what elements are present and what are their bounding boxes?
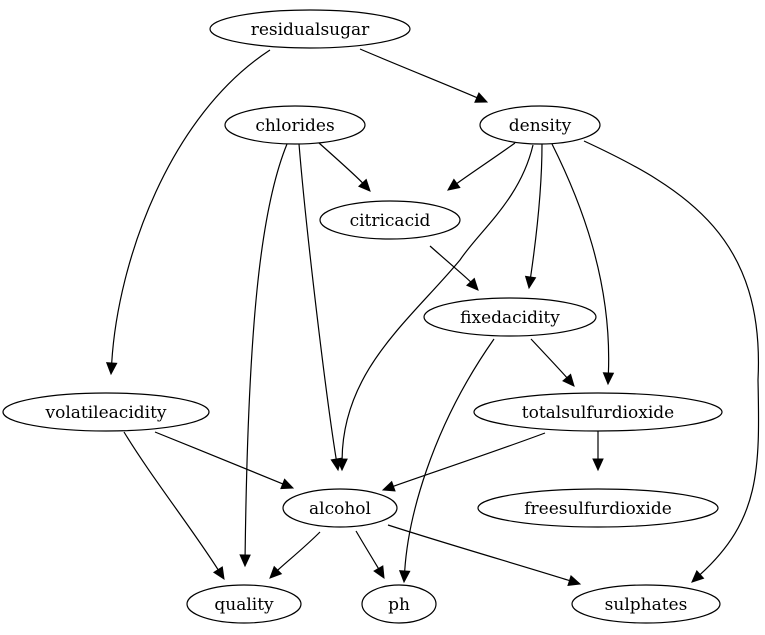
node-label: volatileacidity [44, 403, 166, 423]
edge-line [298, 143, 337, 460]
node-ellipse [423, 297, 597, 337]
node-label: totalsulfurdioxide [522, 403, 674, 423]
node-ellipse [477, 488, 719, 528]
edge-volatileacidity-to-quality [123, 431, 225, 581]
arrowhead-icon [602, 372, 615, 386]
edge-density-to-totalsulfurdioxide [551, 143, 615, 386]
edge-volatileacidity-to-alcohol [154, 431, 295, 490]
edge-line [359, 48, 478, 99]
edge-alcohol-to-quality [269, 531, 321, 579]
node-freesulfurdioxide: freesulfurdioxide [477, 488, 719, 528]
arrowhead-icon [398, 570, 411, 584]
node-label: ph [388, 595, 410, 615]
node-ellipse [282, 488, 398, 528]
edge-line [154, 431, 284, 485]
arrowhead-icon [239, 554, 251, 568]
edge-chlorides-to-citricacid [318, 142, 371, 192]
node-label: sulphates [605, 595, 688, 615]
node-label: chlorides [255, 116, 334, 136]
node-label: residualsugar [251, 20, 370, 40]
arrowhead-icon [280, 478, 295, 490]
arrowhead-icon [105, 362, 118, 376]
edge-line [123, 431, 219, 571]
edge-chlorides-to-alcohol [298, 143, 342, 472]
node-label: alcohol [309, 499, 371, 519]
arrowhead-icon [373, 565, 385, 580]
edge-line [404, 338, 495, 572]
arrowhead-icon [269, 565, 283, 579]
arrowhead-icon [592, 458, 604, 472]
edge-line [341, 144, 534, 460]
arrowhead-icon [381, 480, 396, 492]
arrowhead-icon [691, 569, 705, 583]
node-residualsugar: residualsugar [209, 9, 411, 49]
node-ellipse [319, 200, 461, 240]
edge-line [355, 530, 380, 569]
arrowhead-icon [562, 373, 575, 387]
edge-residualsugar-to-volatileacidity [105, 49, 271, 376]
node-volatileacidity: volatileacidity [2, 392, 210, 432]
arrowhead-icon [567, 575, 582, 586]
edge-line [393, 432, 546, 487]
node-label: citricacid [350, 211, 431, 231]
arrowhead-icon [447, 178, 461, 191]
edge-fixedacidity-to-ph [398, 338, 495, 584]
node-alcohol: alcohol [282, 488, 398, 528]
edge-alcohol-to-ph [355, 530, 385, 580]
node-ellipse [186, 584, 302, 624]
edge-citricacid-to-fixedacidity [429, 245, 479, 291]
edge-line [530, 143, 543, 278]
node-sulphates: sulphates [571, 584, 721, 624]
node-ellipse [2, 392, 210, 432]
node-label: fixedacidity [460, 308, 560, 328]
edge-line [318, 142, 363, 184]
node-ph: ph [361, 584, 437, 624]
edge-density-to-fixedacidity [524, 143, 543, 290]
node-ellipse [209, 9, 411, 49]
node-citricacid: citricacid [319, 200, 461, 240]
edge-density-to-sulphates [583, 140, 760, 583]
node-ellipse [473, 392, 723, 432]
edge-alcohol-to-sulphates [387, 524, 582, 586]
edge-line [277, 531, 321, 571]
arrowhead-icon [336, 458, 348, 472]
arrowhead-icon [212, 566, 225, 581]
node-fixedacidity: fixedacidity [423, 297, 597, 337]
edge-density-to-alcohol [336, 144, 534, 472]
edge-density-to-citricacid [447, 142, 516, 191]
node-label: density [509, 116, 572, 136]
arrowhead-icon [465, 277, 479, 291]
node-totalsulfurdioxide: totalsulfurdioxide [473, 392, 723, 432]
node-ellipse [571, 584, 721, 624]
node-density: density [479, 105, 601, 145]
edge-line [387, 524, 570, 582]
node-label: freesulfurdioxide [524, 499, 672, 519]
arrowhead-icon [474, 92, 489, 103]
edge-line [530, 338, 568, 378]
edge-line [244, 143, 288, 556]
node-ellipse [224, 105, 366, 145]
edge-residualsugar-to-density [359, 48, 489, 103]
edge-totalsulfurdioxide-to-freesulfurdioxide [592, 431, 604, 472]
edge-line [429, 245, 472, 283]
edge-line [583, 140, 760, 576]
node-ellipse [479, 105, 601, 145]
node-chlorides: chlorides [224, 105, 366, 145]
edge-line [111, 49, 271, 364]
arrowhead-icon [524, 275, 537, 290]
edge-line [456, 142, 516, 184]
edge-line [551, 143, 610, 374]
node-ellipse [361, 584, 437, 624]
edge-chlorides-to-quality [239, 143, 288, 568]
edge-fixedacidity-to-totalsulfurdioxide [530, 338, 575, 387]
node-quality: quality [186, 584, 302, 624]
edge-totalsulfurdioxide-to-alcohol [381, 432, 546, 492]
node-label: quality [214, 595, 274, 615]
arrowhead-icon [357, 178, 371, 192]
